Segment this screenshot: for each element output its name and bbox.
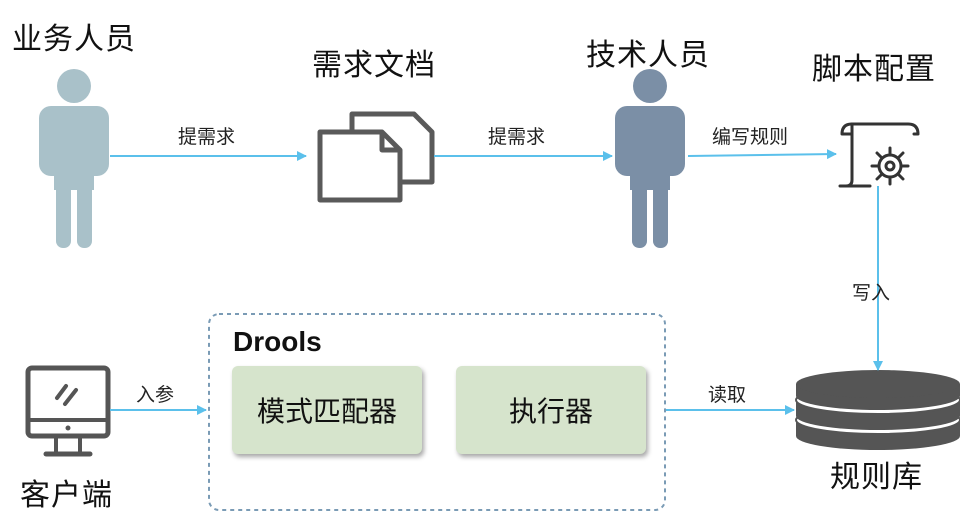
edge-label-doc-to-tech: 提需求 [488, 126, 546, 148]
tech-person-icon [615, 69, 685, 248]
executor-box: 执行器 [456, 366, 646, 454]
edge-label-client-to-drools: 入参 [136, 384, 175, 406]
requirement-doc-label: 需求文档 [312, 48, 436, 83]
tech-person-label: 技术人员 [586, 38, 710, 73]
document-icon [317, 111, 435, 203]
script-config-label: 脚本配置 [812, 52, 936, 87]
edge-label-business-to-doc: 提需求 [178, 126, 236, 148]
drools-title: Drools [233, 326, 322, 357]
pattern-matcher-label: 模式匹配器 [256, 395, 397, 428]
business-person-label: 业务人员 [12, 22, 136, 57]
rule-repo-label: 规则库 [830, 460, 923, 495]
arrow-tech-to-script [687, 149, 837, 160]
drools-group [208, 313, 666, 511]
client-label: 客户端 [20, 478, 113, 513]
pattern-matcher-box: 模式匹配器 [232, 366, 422, 454]
database-icon [795, 370, 960, 450]
monitor-icon [25, 365, 111, 457]
edge-label-tech-to-script: 编写规则 [712, 126, 789, 148]
script-config-icon [838, 122, 920, 188]
edge-label-repo-to-drools: 读取 [708, 384, 747, 406]
edge-label-script-to-repo: 写入 [852, 282, 891, 304]
business-person-icon [39, 69, 109, 248]
executor-label: 执行器 [508, 395, 593, 428]
